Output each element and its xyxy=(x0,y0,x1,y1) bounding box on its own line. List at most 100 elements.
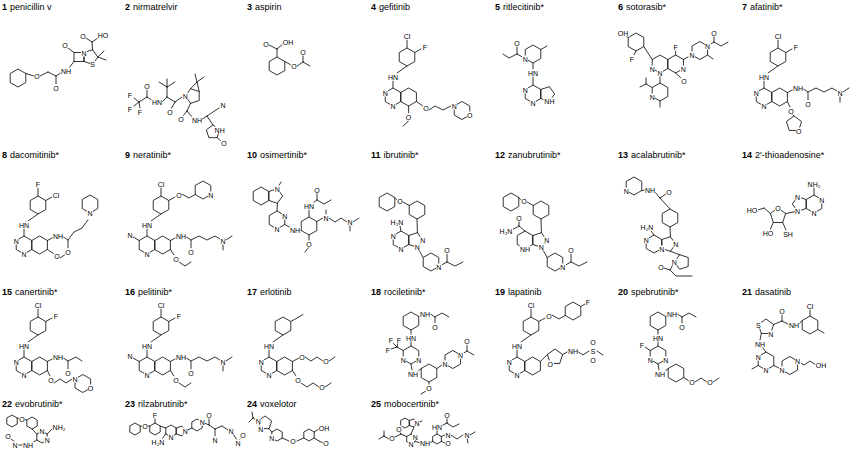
compound-number: 6 xyxy=(618,2,623,12)
ring-outline xyxy=(650,312,666,330)
atom-label: NH xyxy=(60,68,71,75)
bond-line xyxy=(134,102,139,106)
atom-label: N xyxy=(144,372,150,379)
bond-line xyxy=(223,244,224,250)
compound-name: erlotinib xyxy=(260,287,292,297)
atom-label: O xyxy=(514,40,520,47)
bond-line xyxy=(435,313,449,317)
atom-label: O xyxy=(295,377,301,384)
bond-line xyxy=(379,436,384,439)
compound-caption: 6sotorasib* xyxy=(618,2,666,13)
compound-caption: 16pelitinib* xyxy=(125,287,172,298)
bond-line xyxy=(162,97,167,102)
bond-line xyxy=(46,318,52,322)
bond-line xyxy=(28,335,38,342)
bond-line xyxy=(170,250,174,256)
atom-label: S xyxy=(90,61,96,68)
compound-name: nirmatrelvir xyxy=(133,2,178,12)
ring-outline xyxy=(155,357,171,375)
atom-label: HN xyxy=(263,343,274,350)
compound-number: 10 xyxy=(247,150,257,160)
atom-label: N xyxy=(21,372,27,379)
atom-label: F xyxy=(673,44,678,51)
atom-label: F xyxy=(585,299,590,306)
ring-outline xyxy=(10,69,26,87)
bond-line xyxy=(24,350,25,357)
bond-line xyxy=(660,101,661,107)
atom-label: NH xyxy=(22,442,33,449)
atom-label: O xyxy=(779,308,785,315)
atom-label: N xyxy=(680,65,686,72)
compound-number: 14 xyxy=(742,150,752,160)
atom-label: F xyxy=(388,337,393,344)
compound-name: rociletinib* xyxy=(384,287,426,297)
atom-label: HN xyxy=(141,222,152,229)
bond-line xyxy=(297,62,303,66)
atom-label: O xyxy=(426,385,432,392)
bond-line xyxy=(326,210,327,214)
atom-label: N xyxy=(323,215,329,222)
bond-line xyxy=(670,227,671,237)
compound-name: evobrutinib* xyxy=(15,399,63,409)
bond-line xyxy=(133,358,139,362)
bond-line xyxy=(646,78,647,84)
atom-label: N xyxy=(837,90,843,97)
atom-label: N xyxy=(560,263,566,270)
atom-label: N xyxy=(445,432,451,439)
atom-label: N xyxy=(755,353,761,360)
bond-line xyxy=(411,341,412,346)
bond-line xyxy=(391,347,397,349)
compound-name: dacomitinib* xyxy=(10,150,59,160)
compound-name: 2'-thioadenosine* xyxy=(755,150,824,160)
compound-number: 22 xyxy=(2,399,12,409)
compound-caption: 5ritlecitinib* xyxy=(495,2,544,13)
atom-label: N xyxy=(282,212,288,219)
atom-label: N xyxy=(127,353,133,360)
bond-line xyxy=(26,74,34,77)
ring-outline xyxy=(628,33,644,51)
atom-label: N xyxy=(436,263,442,270)
atom-label: N xyxy=(458,352,464,359)
compound-caption: 7afatinib* xyxy=(742,2,783,13)
atom-label: N xyxy=(13,237,19,244)
ring-outline xyxy=(130,423,140,435)
bond-line xyxy=(151,335,161,342)
atom-label: NH₂ xyxy=(807,181,821,188)
atom-label: N xyxy=(464,432,470,439)
atom-label: NH xyxy=(191,117,202,124)
atom-label: N xyxy=(795,193,801,200)
bond-line xyxy=(384,431,385,436)
atom-label: N xyxy=(819,196,825,203)
atom-label: NH xyxy=(175,354,186,361)
bond-line xyxy=(139,102,140,108)
compound-number: 24 xyxy=(247,399,257,409)
atom-label: N xyxy=(274,226,280,233)
compound-caption: 1penicillin v xyxy=(2,2,52,13)
bond-line xyxy=(68,357,82,361)
bond-line xyxy=(644,47,652,60)
atom-label: N xyxy=(168,434,174,441)
bond-line xyxy=(169,197,175,201)
compound-name: sotorasib* xyxy=(626,2,666,12)
atom-label: F xyxy=(629,56,634,63)
bond-line xyxy=(787,102,790,108)
atom-label: O xyxy=(681,78,687,85)
compound-name: rilzabrutinib* xyxy=(138,399,188,409)
bond-line xyxy=(314,438,319,441)
atom-label: O xyxy=(689,379,695,386)
atom-label: N xyxy=(522,55,528,62)
bond-line xyxy=(645,347,650,351)
atom-label: NH xyxy=(214,126,225,133)
compound-caption: 15canertinib* xyxy=(2,287,58,298)
bond-line xyxy=(658,341,659,346)
atom-label: O xyxy=(263,41,269,48)
ring-outline xyxy=(525,357,541,375)
compound-name: gefitinib xyxy=(379,2,410,12)
ring-outline xyxy=(30,196,46,214)
atom-label: Cl xyxy=(52,192,60,199)
bond-line xyxy=(226,357,232,361)
atom-label: O xyxy=(54,253,60,260)
atom-label: N xyxy=(199,419,205,426)
atom-label: NH xyxy=(52,233,63,240)
